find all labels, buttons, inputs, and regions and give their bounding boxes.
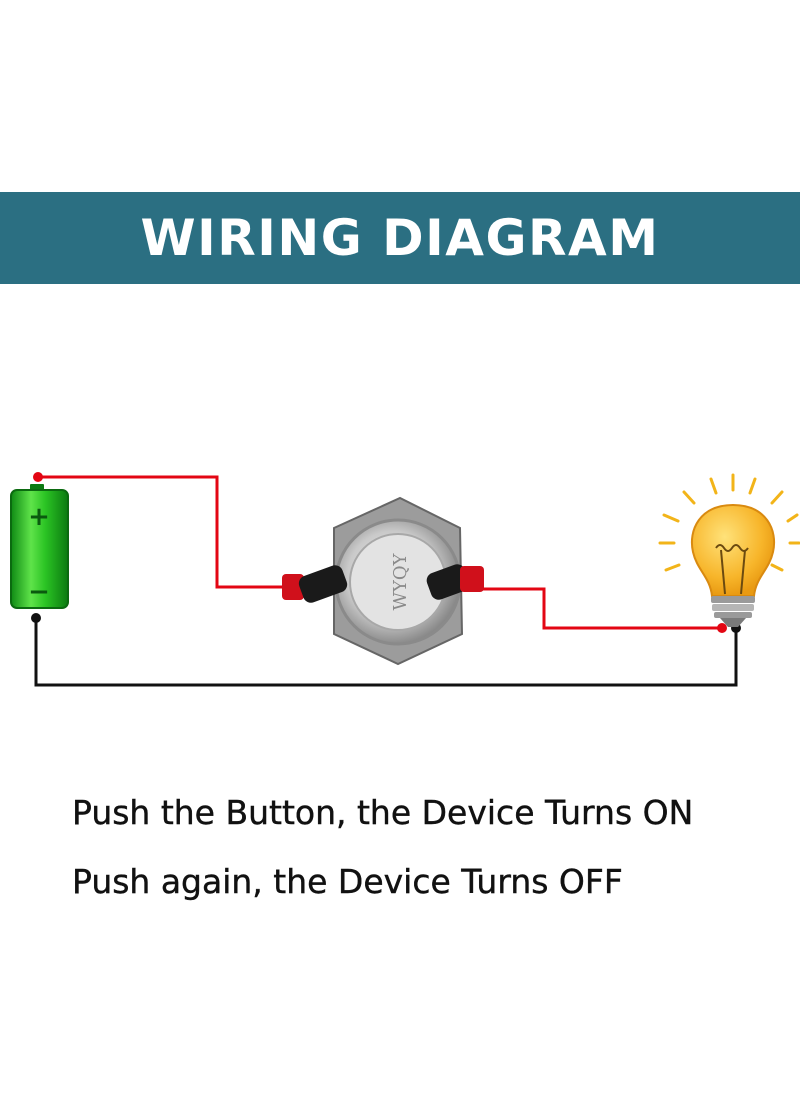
light-bulb-icon	[658, 473, 800, 627]
svg-text:WYQY: WYQY	[390, 552, 411, 610]
positive-wire-left	[38, 475, 300, 589]
page-title: WIRING DIAGRAM	[140, 209, 660, 267]
lamp-positive-terminal-dot	[717, 623, 727, 633]
battery-minus-label: −	[28, 577, 50, 607]
battery-positive-terminal-dot	[33, 472, 43, 482]
wiring-diagram: + − WYQY	[10, 472, 800, 687]
battery-plus-label: +	[28, 502, 50, 532]
push-button-switch-icon: WYQY	[282, 496, 484, 666]
caption-push-on: Push the Button, the Device Turns ON	[72, 793, 694, 832]
battery-icon: + −	[10, 484, 69, 609]
caption-push-off: Push again, the Device Turns OFF	[72, 862, 623, 901]
positive-wire-right	[462, 587, 722, 630]
battery-negative-terminal-dot	[31, 613, 41, 623]
title-banner: WIRING DIAGRAM	[0, 192, 800, 284]
negative-wire	[34, 618, 738, 687]
